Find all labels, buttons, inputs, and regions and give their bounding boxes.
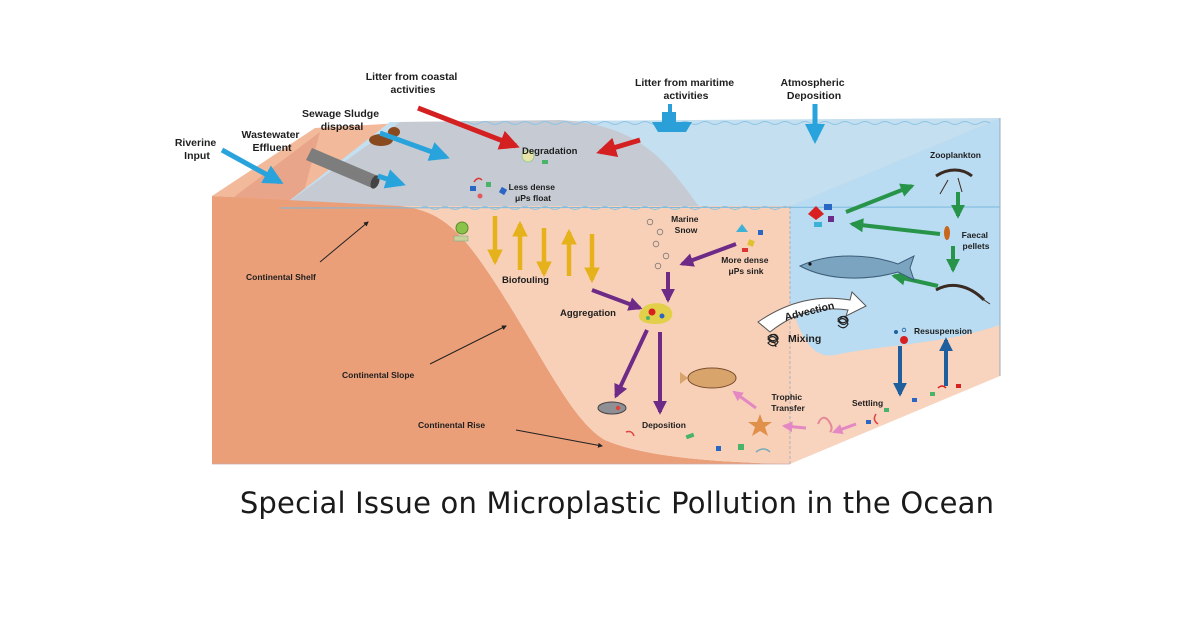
water-column-front (400, 206, 790, 464)
flatfish-icon (680, 367, 737, 389)
label-continental-shelf: Continental Shelf (246, 272, 316, 282)
effluent-pipe-icon (306, 148, 380, 189)
wavy-top-surface (459, 121, 991, 125)
label-zooplankton: Zooplankton (930, 150, 981, 160)
label-biofouling: Biofouling (502, 275, 549, 286)
maritime-litter-arrow (596, 137, 641, 157)
marine-snow-dots (646, 218, 670, 270)
advection-band (757, 291, 867, 333)
label-aggregation: Aggregation (560, 308, 616, 319)
label-deposition: Deposition (642, 420, 686, 430)
seabed-debris (625, 384, 961, 453)
microplastic-pathways-diagram: Litter from coastal activities Litter fr… (175, 71, 1001, 465)
label-litter-coastal: Litter from coastal activities (366, 71, 461, 96)
label-atmospheric: Atmospheric Deposition (780, 77, 847, 102)
copepod-icon (935, 283, 991, 305)
rise-pointer (515, 429, 603, 448)
zooplankton-icon (935, 168, 973, 195)
wavy-surface (419, 206, 791, 210)
water-column-plastics (808, 204, 834, 227)
label-faecal: Faecal pellets (962, 230, 991, 251)
trophic-transfer-arrows (732, 390, 857, 435)
special-issue-caption: Special Issue on Microplastic Pollution … (239, 486, 995, 520)
label-mixing: Mixing (788, 333, 821, 345)
starfish-icon (748, 414, 772, 436)
coastal-litter-arrow (417, 105, 520, 150)
label-wastewater: Wastewater Effluent (242, 129, 303, 154)
sinking-microplastics (736, 224, 763, 252)
wastewater-arrow (377, 169, 406, 189)
label-continental-rise: Continental Rise (418, 420, 485, 430)
label-riverine: Riverine Input (175, 137, 219, 162)
label-continental-slope: Continental Slope (342, 370, 415, 380)
sewage-arrow (379, 130, 450, 161)
biofilm-particles (453, 221, 469, 242)
worm-icon (817, 416, 833, 433)
faecal-pellet-icon (944, 226, 950, 240)
shelf-pointer (319, 221, 369, 263)
label-less-dense: Less dense μPs float (509, 182, 558, 203)
slope-pointer (429, 325, 507, 365)
floating-microplastics (470, 149, 548, 199)
mussel-icon (597, 401, 627, 415)
aggregate-cluster (638, 303, 673, 324)
label-settling: Settling (852, 398, 883, 408)
label-trophic: Trophic Transfer (771, 392, 805, 413)
label-degradation: Degradation (522, 146, 578, 157)
label-marine-snow: Marine Snow (671, 214, 701, 235)
label-more-dense: More dense μPs sink (721, 255, 771, 276)
food-web-arrows (845, 183, 965, 288)
biofouling-arrows (487, 216, 600, 284)
mixing-curl-right (837, 315, 849, 329)
resuspension-particles (894, 327, 908, 344)
riverine-arrow (220, 147, 284, 185)
fish-icon (798, 255, 915, 281)
label-sewage: Sewage Sludge disposal (302, 108, 382, 133)
label-litter-maritime: Litter from maritime activities (635, 77, 737, 102)
ship-icon (652, 104, 692, 132)
label-resuspension: Resuspension (914, 326, 972, 336)
mixing-curl-left (767, 333, 779, 348)
open-water-side (790, 118, 1000, 356)
sinking-arrows (591, 242, 737, 415)
continental-landmass (212, 196, 790, 464)
